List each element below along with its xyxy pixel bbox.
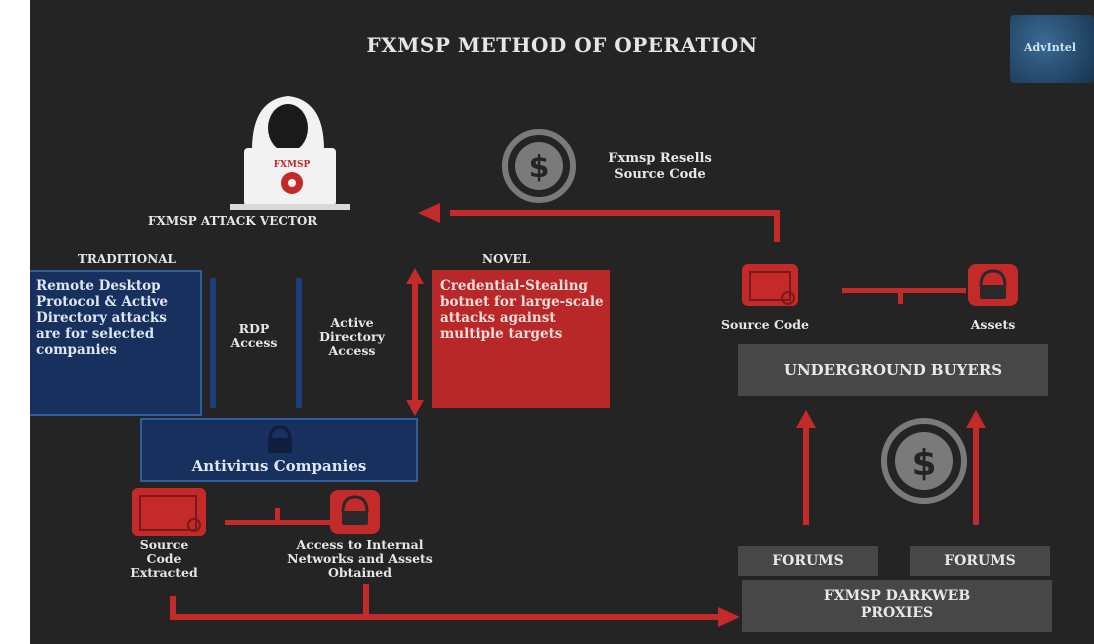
traditional-line-1 (210, 278, 216, 408)
hacker-badge: FXMSP (273, 160, 311, 170)
svg-text:$: $ (911, 443, 936, 484)
forum-arrow-left (796, 410, 816, 525)
novel-heading: NOVEL (482, 252, 531, 266)
access-internal-label: Access to Internal Networks and Assets O… (287, 537, 433, 580)
dollar-coin-icon-top: $ (502, 129, 576, 203)
connector-left-stem (275, 508, 280, 525)
darkweb-proxies-label: FXMSP DARKWEB PROXIES (823, 588, 971, 621)
novel-arrow (406, 268, 424, 416)
forums-box-right: FORUMS (910, 546, 1050, 576)
antivirus-label: Antivirus Companies (191, 457, 367, 475)
rdp-access-label: RDP Access (230, 321, 278, 350)
darkweb-proxies-box: FXMSP DARKWEB PROXIES (742, 580, 1052, 632)
diagram-title: FXMSP METHOD OF OPERATION (366, 33, 758, 57)
bottom-arrow (170, 584, 740, 627)
underground-buyers-box: UNDERGROUND BUYERS (738, 344, 1048, 396)
resell-arrow (418, 203, 780, 242)
source-code-label: Source Code (721, 317, 809, 332)
folder-icon-right (742, 264, 798, 306)
svg-text:$: $ (529, 150, 550, 185)
folder-icon-left (132, 488, 206, 536)
advintel-logo: AdvIntel (1010, 15, 1094, 83)
novel-box-text: Credential-Stealing botnet for large-sca… (440, 278, 604, 342)
forum-arrow-right (966, 410, 986, 525)
connector-right (842, 288, 966, 293)
assets-label: Assets (970, 317, 1016, 332)
lock-icon-left (330, 490, 380, 534)
antivirus-lock-icon (268, 425, 292, 453)
diagram-shapes: $ $ (132, 96, 1018, 627)
traditional-line-2 (296, 278, 302, 408)
source-code-extracted-label: Source Code Extracted (130, 537, 198, 580)
dollar-coin-icon-bottom: $ (881, 418, 967, 504)
resell-label: Fxmsp Resells Source Code (608, 151, 712, 182)
traditional-box-text: Remote Desktop Protocol & Active Directo… (36, 278, 168, 358)
ad-access-label: Active Directory Access (319, 315, 385, 358)
logo-text: AdvIntel (1024, 41, 1077, 54)
connector-right-stem (898, 288, 903, 304)
lock-icon-right (968, 264, 1018, 306)
hacker-icon (230, 96, 350, 210)
antivirus-box: Antivirus Companies (140, 418, 418, 482)
traditional-box: Remote Desktop Protocol & Active Directo… (30, 270, 202, 416)
novel-box: Credential-Stealing botnet for large-sca… (432, 270, 610, 408)
diagram-board: FXMSP METHOD OF OPERATION AdvIntel $ (30, 0, 1094, 644)
traditional-heading: TRADITIONAL (78, 252, 176, 266)
attack-vector-label: FXMSP ATTACK VECTOR (148, 214, 318, 228)
forums-box-left: FORUMS (738, 546, 878, 576)
